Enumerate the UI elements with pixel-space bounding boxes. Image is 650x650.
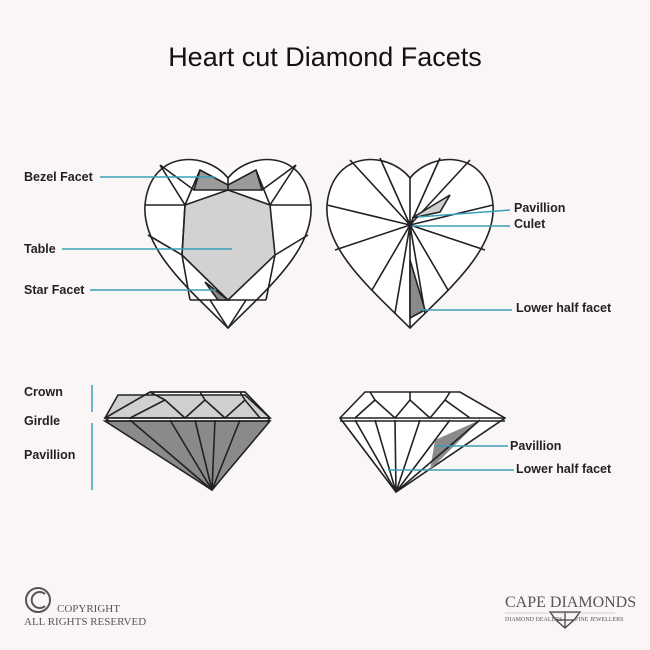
label-culet: Culet	[514, 217, 546, 231]
label-pavillion-side-left: Pavillion	[24, 448, 76, 462]
label-pavillion-top: Pavillion	[514, 201, 566, 215]
label-table: Table	[24, 242, 56, 256]
heart-front-view	[144, 158, 312, 330]
heart-back-view	[326, 157, 494, 330]
brand-name: CAPE DIAMONDS	[505, 594, 637, 611]
rights-reserved-text: ALL RIGHTS RESERVED	[24, 616, 147, 628]
brand-tagline-left: DIAMOND DEALERS	[505, 617, 563, 623]
copyright-text: COPYRIGHT	[57, 603, 120, 615]
label-crown: Crown	[24, 385, 63, 399]
diamond-logo-icon	[505, 611, 615, 629]
label-pavillion-side-right: Pavillion	[510, 439, 562, 453]
side-view-right	[338, 391, 507, 494]
side-view-left	[102, 391, 273, 492]
label-star-facet: Star Facet	[24, 283, 85, 297]
label-lower-half-facet-top: Lower half facet	[516, 301, 612, 315]
copyright-icon	[25, 587, 51, 613]
leader-lines	[62, 176, 514, 490]
brand-tagline-right: FINE JEWELLERS	[575, 617, 624, 623]
label-lower-half-facet-side: Lower half facet	[516, 462, 612, 476]
label-bezel-facet: Bezel Facet	[24, 170, 93, 184]
label-girdle: Girdle	[24, 414, 61, 428]
page-title: Heart cut Diamond Facets	[168, 42, 482, 72]
